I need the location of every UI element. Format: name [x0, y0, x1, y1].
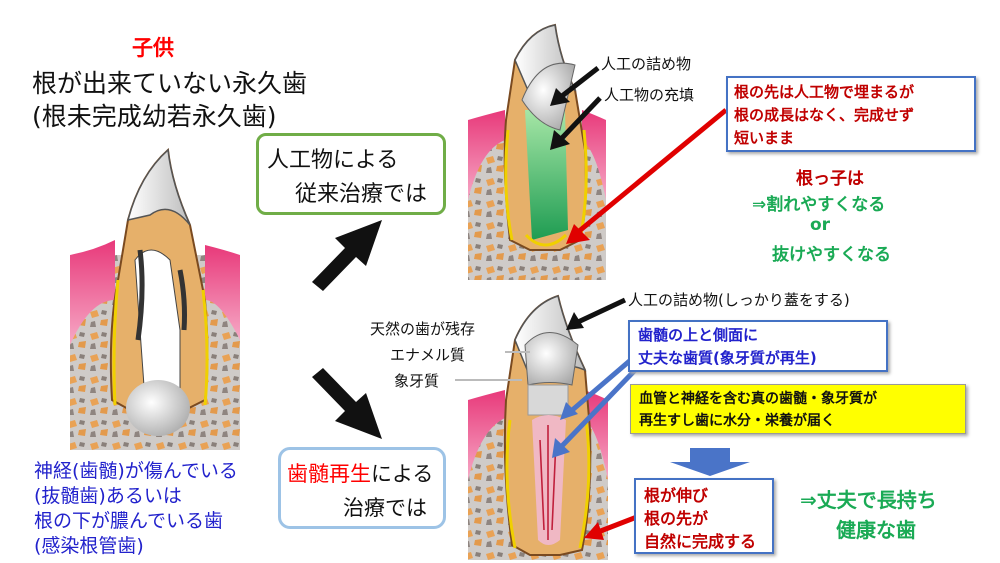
arrow-up-right-icon: [312, 220, 382, 291]
root-completes-box: 根が伸び 根の先が 自然に完成する: [634, 478, 774, 554]
root-box-line3: 自然に完成する: [644, 532, 757, 551]
condition-line4: (感染根管歯): [34, 535, 144, 557]
dentin-regeneration-box: 歯髄の上と側面に 丈夫な歯質(象牙質が再生): [628, 320, 888, 372]
pulp-regeneration-yellow-box: 血管と神経を含む真の歯髄・象牙質が 再生すし歯に水分・栄養が届く: [630, 384, 966, 434]
root-box-line2: 根の先が: [644, 509, 709, 528]
main-title-line2: (根未完成幼若永久歯): [32, 102, 277, 131]
pulp-regeneration-treatment-box: 歯髄再生による 治療では: [278, 447, 446, 529]
regeneration-box-red-text: 歯髄再生: [287, 462, 371, 486]
note-line3: 短いまま: [734, 129, 795, 147]
dentin-box-line2: 丈夫な歯質(象牙質が再生): [638, 349, 817, 367]
label-artificial-filling: 人工の詰め物: [601, 55, 692, 73]
condition-line1: 神経(歯髄)が傷んでいる: [34, 460, 238, 482]
label-artificial-filled: 人工物の充填: [604, 86, 695, 104]
label-natural-tooth-remains: 天然の歯が残存: [370, 320, 476, 338]
result-healthy-tooth: 健康な歯: [836, 518, 916, 542]
root-stops-growing-note: 根の先は人工物で埋まるが 根の成長はなく、完成せず 短いまま: [726, 76, 976, 152]
note-line2: 根の成長はなく、完成せず: [734, 106, 915, 124]
conventional-box-line2: 従来治療では: [295, 182, 428, 207]
root-box-line1: 根が伸び: [644, 486, 709, 505]
regeneration-box-line1: 歯髄再生による: [287, 458, 433, 488]
leader-line: [455, 351, 530, 381]
result-strong-durable: ⇒丈夫で長持ち: [800, 488, 937, 512]
main-title-line1: 根が出来ていない永久歯: [32, 69, 308, 98]
red-pointer-arrow-icon: [566, 108, 728, 540]
result-breaks-easily: ⇒割れやすくなる: [752, 195, 886, 215]
conventional-treatment-tooth-illustration: [468, 23, 606, 280]
yellow-box-line1: 血管と神経を含む真の歯髄・象牙質が: [639, 391, 877, 407]
label-dentin: 象牙質: [394, 372, 440, 390]
regeneration-box-rest-text: による: [371, 462, 434, 486]
note-line1: 根の先は人工物で埋まるが: [734, 83, 915, 101]
result-falls-out-easily: 抜けやすくなる: [772, 245, 891, 265]
result-root-label: 根っ子は: [796, 169, 864, 189]
result-or: or: [810, 215, 831, 235]
condition-line2: (抜髄歯)あるいは: [34, 485, 182, 507]
dentin-box-line1: 歯髄の上と側面に: [638, 326, 759, 344]
pulp-regeneration-tooth-illustration: [468, 294, 608, 560]
yellow-box-line2: 再生すし歯に水分・栄養が届く: [639, 413, 835, 429]
pointer-arrow-icon: [550, 66, 627, 330]
child-title: 子供: [132, 36, 174, 60]
conventional-treatment-box: 人工物による 従来治療では: [256, 133, 446, 215]
down-arrow-icon: [670, 448, 750, 476]
immature-tooth-illustration: [70, 147, 240, 450]
label-artificial-filling-sealed: 人工の詰め物(しっかり蓋をする): [628, 291, 850, 309]
arrow-down-right-icon: [312, 368, 382, 439]
label-enamel: エナメル質: [390, 346, 466, 364]
regeneration-box-line2: 治療では: [343, 496, 427, 520]
conventional-box-line1: 人工物による: [267, 148, 399, 173]
condition-line3: 根の下が膿んでいる歯: [34, 510, 224, 532]
